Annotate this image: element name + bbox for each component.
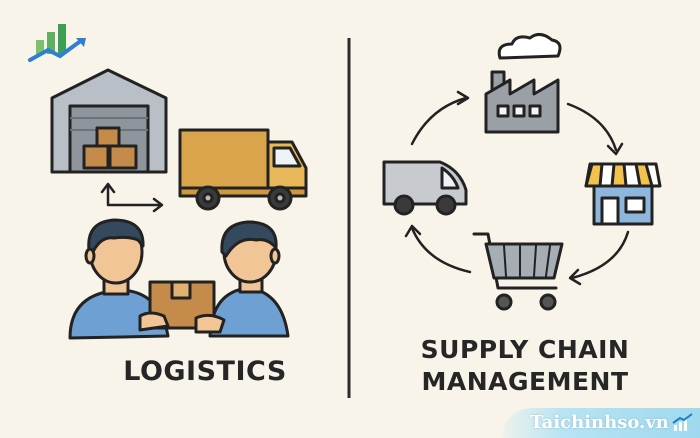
supply-chain-title: SUPPLY CHAIN MANAGEMENT bbox=[405, 334, 645, 398]
supply-chain-title-line1: SUPPLY CHAIN bbox=[420, 335, 630, 364]
logistics-title: LOGISTICS bbox=[123, 356, 287, 387]
watermark-text: Taichinhso.vn bbox=[530, 412, 669, 433]
person-icon bbox=[208, 220, 290, 338]
factory-icon bbox=[484, 33, 562, 134]
watermark: Taichinhso.vn bbox=[502, 408, 700, 438]
warehouse-icon bbox=[50, 68, 168, 174]
two-way-arrow-icon bbox=[100, 182, 164, 213]
package-icon bbox=[138, 280, 226, 334]
supply-chain-title-line2: MANAGEMENT bbox=[421, 367, 629, 396]
delivery-truck-icon bbox=[178, 128, 308, 211]
cycle-arrows-icon bbox=[404, 90, 630, 286]
watermark-chart-icon bbox=[672, 413, 693, 431]
store-icon bbox=[584, 162, 662, 226]
logo-icon bbox=[28, 24, 86, 62]
watermark-background bbox=[502, 408, 700, 438]
person-icon bbox=[68, 218, 170, 340]
van-icon bbox=[382, 160, 468, 216]
shopping-cart-icon bbox=[472, 232, 564, 311]
